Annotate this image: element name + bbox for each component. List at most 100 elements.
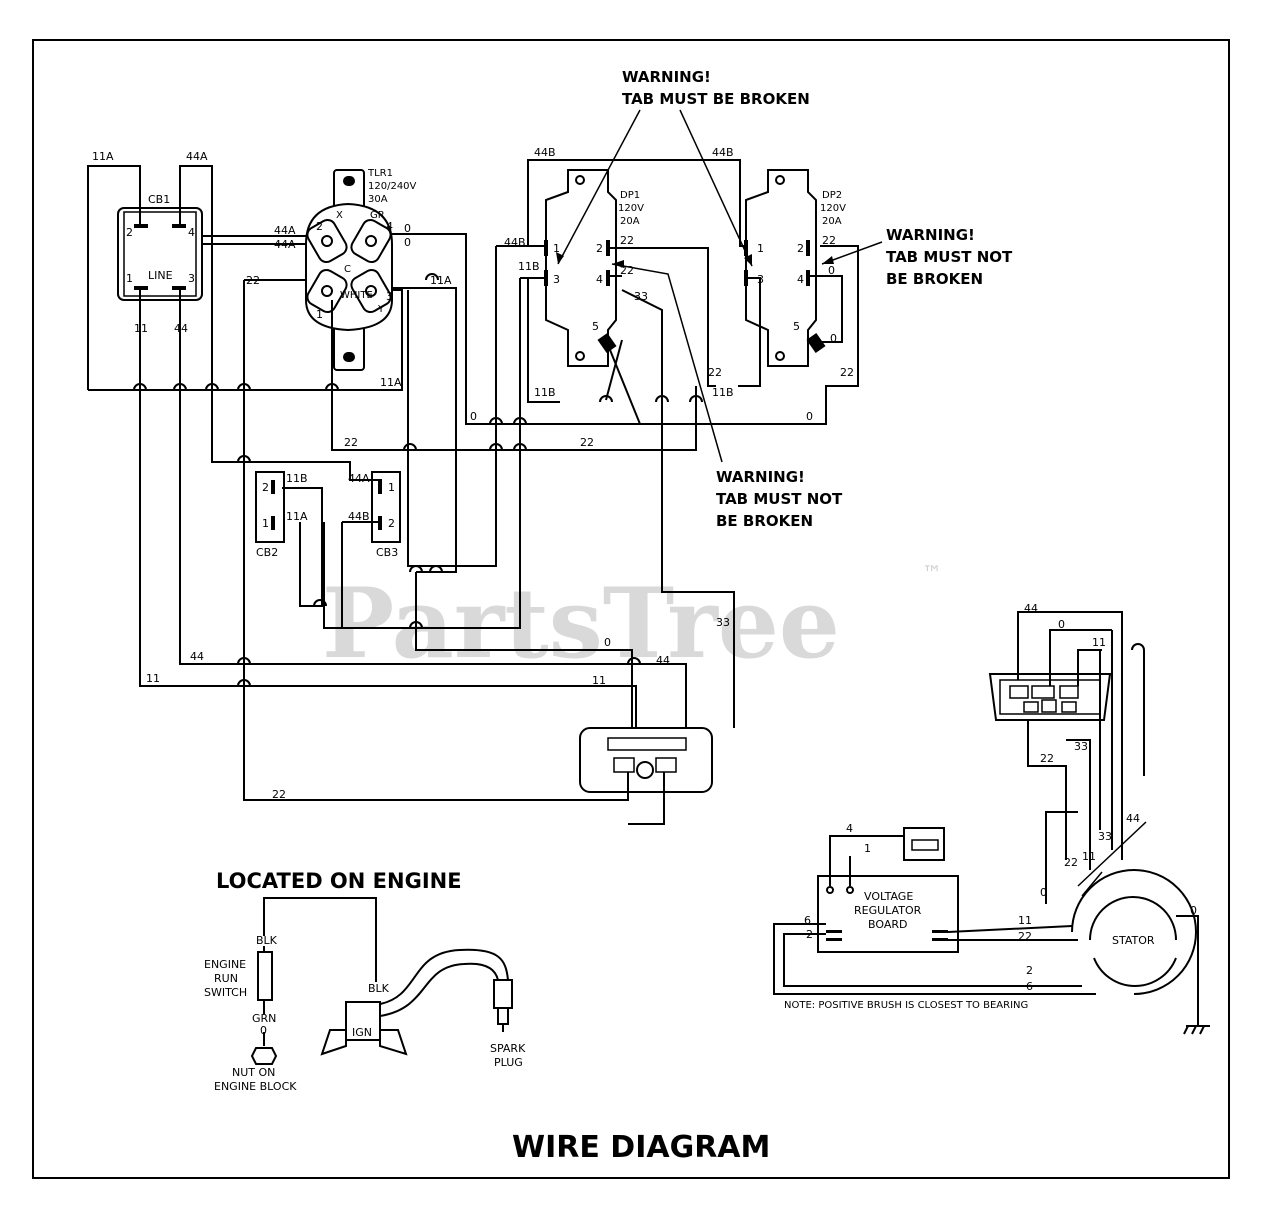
svg-text:22: 22	[840, 366, 854, 379]
svg-text:2: 2	[126, 226, 133, 239]
svg-text:11B: 11B	[712, 386, 734, 399]
svg-text:44: 44	[656, 654, 670, 667]
tlr1-receptacle: C X GR WHITE Y 2 4 1 3 TLR1 120/240V 30A	[305, 168, 417, 371]
svg-text:1: 1	[864, 842, 871, 855]
svg-text:GR: GR	[370, 210, 385, 221]
svg-text:Y: Y	[377, 304, 385, 315]
svg-text:LOCATED ON ENGINE: LOCATED ON ENGINE	[216, 869, 462, 893]
warning-middle: WARNING! TAB MUST NOT BE BROKEN	[611, 260, 843, 530]
svg-text:0: 0	[828, 264, 835, 277]
svg-text:22: 22	[1064, 856, 1078, 869]
wire-labels: 11A 44A 44A 44A 22 11 44 11A 11A 0 0 22 …	[92, 146, 854, 801]
dp1-receptacle: 1 3 2 4 5 DP1 120V 20A	[544, 169, 644, 367]
svg-text:3: 3	[386, 290, 393, 303]
svg-text:0: 0	[260, 1024, 267, 1037]
svg-text:33: 33	[1098, 830, 1112, 843]
svg-text:44A: 44A	[186, 150, 208, 163]
svg-text:WARNING!: WARNING!	[716, 468, 805, 486]
svg-text:2: 2	[316, 220, 323, 233]
svg-text:22: 22	[1040, 752, 1054, 765]
svg-text:44: 44	[1126, 812, 1140, 825]
svg-text:33: 33	[634, 290, 648, 303]
svg-text:DP1: DP1	[620, 190, 640, 201]
svg-text:PLUG: PLUG	[494, 1056, 523, 1069]
svg-text:CB1: CB1	[148, 193, 170, 206]
svg-text:4: 4	[797, 273, 804, 286]
svg-text:11A: 11A	[286, 510, 308, 523]
svg-text:TAB MUST NOT: TAB MUST NOT	[886, 248, 1013, 266]
svg-text:TLR1: TLR1	[367, 168, 393, 179]
svg-text:33: 33	[716, 616, 730, 629]
svg-text:22: 22	[246, 274, 260, 287]
svg-text:ENGINE BLOCK: ENGINE BLOCK	[214, 1080, 297, 1093]
svg-text:CB3: CB3	[376, 546, 398, 559]
svg-text:NUT ON: NUT ON	[232, 1066, 275, 1079]
svg-text:BLK: BLK	[368, 982, 390, 995]
svg-text:44B: 44B	[348, 510, 370, 523]
svg-text:120V: 120V	[618, 203, 644, 214]
svg-text:44B: 44B	[534, 146, 556, 159]
svg-text:TAB MUST NOT: TAB MUST NOT	[716, 490, 843, 508]
svg-text:WHITE: WHITE	[340, 290, 373, 301]
svg-text:RUN: RUN	[214, 972, 238, 985]
diagram-frame	[32, 39, 1230, 1179]
svg-text:11: 11	[1092, 636, 1106, 649]
svg-text:11B: 11B	[286, 472, 308, 485]
svg-text:WARNING!: WARNING!	[886, 226, 975, 244]
svg-text:22: 22	[344, 436, 358, 449]
svg-text:IGN: IGN	[352, 1026, 372, 1039]
svg-text:30A: 30A	[368, 194, 388, 205]
svg-text:6: 6	[1026, 980, 1033, 993]
svg-text:0: 0	[470, 410, 477, 423]
svg-text:11: 11	[592, 674, 606, 687]
svg-text:22: 22	[620, 234, 634, 247]
cb3-breaker: 1 2 CB3	[371, 471, 401, 559]
svg-text:44A: 44A	[348, 472, 370, 485]
svg-text:BLK: BLK	[256, 934, 278, 947]
svg-text:SWITCH: SWITCH	[204, 986, 247, 999]
svg-text:5: 5	[793, 320, 800, 333]
cb1-breaker: CB1 LINE 2 4 1 3	[117, 193, 203, 301]
svg-text:0: 0	[404, 222, 411, 235]
svg-text:22: 22	[708, 366, 722, 379]
svg-text:2: 2	[797, 242, 804, 255]
svg-text:2: 2	[262, 481, 269, 494]
svg-text:WARNING!: WARNING!	[622, 68, 711, 86]
svg-text:20A: 20A	[822, 216, 842, 227]
stator: STATOR 0	[1071, 869, 1210, 1035]
svg-text:SPARK: SPARK	[490, 1042, 526, 1055]
svg-text:X: X	[336, 210, 343, 221]
control-module	[579, 727, 713, 793]
svg-text:4: 4	[188, 226, 195, 239]
svg-text:11: 11	[1018, 914, 1032, 927]
svg-text:TAB MUST BE BROKEN: TAB MUST BE BROKEN	[622, 90, 810, 108]
svg-text:0: 0	[1040, 886, 1047, 899]
svg-text:11: 11	[146, 672, 160, 685]
svg-text:4: 4	[846, 822, 853, 835]
svg-text:ENGINE: ENGINE	[204, 958, 246, 971]
svg-text:2: 2	[596, 242, 603, 255]
svg-text:STATOR: STATOR	[1112, 934, 1155, 947]
svg-text:6: 6	[804, 914, 811, 927]
svg-text:44A: 44A	[274, 224, 296, 237]
svg-text:44: 44	[174, 322, 188, 335]
svg-text:11A: 11A	[92, 150, 114, 163]
svg-text:C: C	[344, 264, 351, 275]
svg-text:0: 0	[604, 636, 611, 649]
svg-text:NOTE: POSITIVE BRUSH IS CLOSES: NOTE: POSITIVE BRUSH IS CLOSEST TO BEARI…	[784, 1000, 1028, 1011]
svg-text:11B: 11B	[518, 260, 540, 273]
svg-text:44B: 44B	[504, 236, 526, 249]
svg-text:3: 3	[188, 272, 195, 285]
svg-text:1: 1	[126, 272, 133, 285]
svg-text:2: 2	[1026, 964, 1033, 977]
svg-text:22: 22	[822, 234, 836, 247]
svg-text:BE BROKEN: BE BROKEN	[886, 270, 983, 288]
svg-text:5: 5	[592, 320, 599, 333]
wire-crossovers	[133, 273, 703, 687]
warning-top: WARNING! TAB MUST BE BROKEN	[556, 68, 810, 267]
svg-text:0: 0	[404, 236, 411, 249]
svg-text:1: 1	[553, 242, 560, 255]
svg-text:LINE: LINE	[148, 269, 173, 282]
svg-text:22: 22	[1018, 930, 1032, 943]
svg-text:22: 22	[580, 436, 594, 449]
